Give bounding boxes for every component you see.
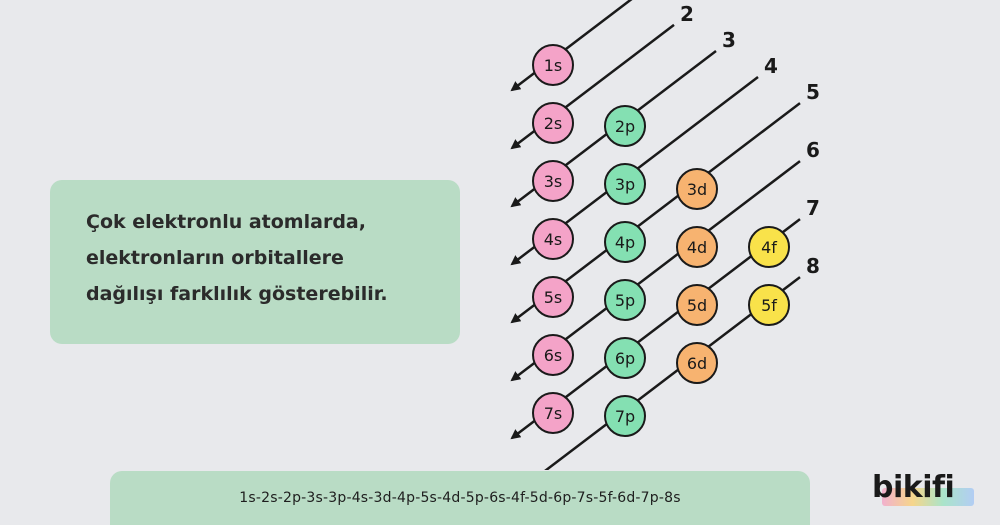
orbital-7s: 7s <box>532 392 574 434</box>
orbital-circle-5s <box>532 276 574 318</box>
orbital-circle-6s <box>532 334 574 376</box>
orbital-label-5p: 5p <box>615 291 635 310</box>
orbital-4s: 4s <box>532 218 574 260</box>
orbital-2s: 2s <box>532 102 574 144</box>
orbital-2p: 2p <box>604 105 646 147</box>
diagonal-number-2: 2 <box>680 2 694 26</box>
diagonal-number-8: 8 <box>806 254 820 278</box>
info-box: Çok elektronlu atomlarda, elektronların … <box>50 180 460 344</box>
sequence-box: 1s-2s-2p-3s-3p-4s-3d-4p-5s-4d-5p-6s-4f-5… <box>110 471 810 525</box>
orbital-5f: 5f <box>748 284 790 326</box>
orbital-label-6d: 6d <box>687 354 707 373</box>
orbital-label-6s: 6s <box>544 346 563 365</box>
diagonal-number-7: 7 <box>806 196 820 220</box>
diagonal-number-5: 5 <box>806 80 820 104</box>
orbital-label-5s: 5s <box>544 288 563 307</box>
orbital-circle-5d <box>676 284 718 326</box>
orbital-circle-4d <box>676 226 718 268</box>
info-line-2: elektronların orbitallere <box>86 247 344 269</box>
diagonal-number-6: 6 <box>806 138 820 162</box>
orbital-6p: 6p <box>604 337 646 379</box>
orbital-circle-3s <box>532 160 574 202</box>
orbital-label-2p: 2p <box>615 117 635 136</box>
orbital-circle-7p <box>604 395 646 437</box>
orbital-circle-4f <box>748 226 790 268</box>
orbital-5p: 5p <box>604 279 646 321</box>
orbital-label-6p: 6p <box>615 349 635 368</box>
orbital-circle-6d <box>676 342 718 384</box>
orbital-7p: 7p <box>604 395 646 437</box>
diagonal-number-3: 3 <box>722 28 736 52</box>
orbital-label-3d: 3d <box>687 180 707 199</box>
orbital-circle-4p <box>604 221 646 263</box>
logo-highlight <box>882 488 974 506</box>
orbital-4d: 4d <box>676 226 718 268</box>
orbital-label-4d: 4d <box>687 238 707 257</box>
orbital-circle-5p <box>604 279 646 321</box>
orbital-label-4p: 4p <box>615 233 635 252</box>
orbital-5s: 5s <box>532 276 574 318</box>
orbital-6d: 6d <box>676 342 718 384</box>
orbital-5d: 5d <box>676 284 718 326</box>
orbital-label-7p: 7p <box>615 407 635 426</box>
orbital-6s: 6s <box>532 334 574 376</box>
orbital-label-5f: 5f <box>761 296 777 315</box>
logo: bikifi <box>872 470 955 505</box>
orbital-circle-5f <box>748 284 790 326</box>
orbital-circle-2s <box>532 102 574 144</box>
diagonal-number-4: 4 <box>764 54 778 78</box>
orbital-label-1s: 1s <box>544 56 563 75</box>
orbital-label-3p: 3p <box>615 175 635 194</box>
orbital-4p: 4p <box>604 221 646 263</box>
info-line-1: Çok elektronlu atomlarda, <box>86 211 366 233</box>
orbital-label-2s: 2s <box>544 114 563 133</box>
orbital-label-3s: 3s <box>544 172 563 191</box>
filling-order-sequence: 1s-2s-2p-3s-3p-4s-3d-4p-5s-4d-5p-6s-4f-5… <box>239 490 681 506</box>
info-line-3: dağılışı farklılık gösterebilir. <box>86 283 388 305</box>
orbital-label-7s: 7s <box>544 404 563 423</box>
orbital-circle-3p <box>604 163 646 205</box>
orbital-circle-6p <box>604 337 646 379</box>
orbital-circle-7s <box>532 392 574 434</box>
orbital-circle-3d <box>676 168 718 210</box>
diagonal-arrow-1 <box>510 0 633 92</box>
orbital-4f: 4f <box>748 226 790 268</box>
orbital-3p: 3p <box>604 163 646 205</box>
orbital-label-5d: 5d <box>687 296 707 315</box>
orbital-circle-2p <box>604 105 646 147</box>
orbital-circle-4s <box>532 218 574 260</box>
orbital-circle-1s <box>532 44 574 86</box>
orbital-label-4f: 4f <box>761 238 777 257</box>
orbital-3d: 3d <box>676 168 718 210</box>
orbital-3s: 3s <box>532 160 574 202</box>
orbital-label-4s: 4s <box>544 230 563 249</box>
orbital-1s: 1s <box>532 44 574 86</box>
